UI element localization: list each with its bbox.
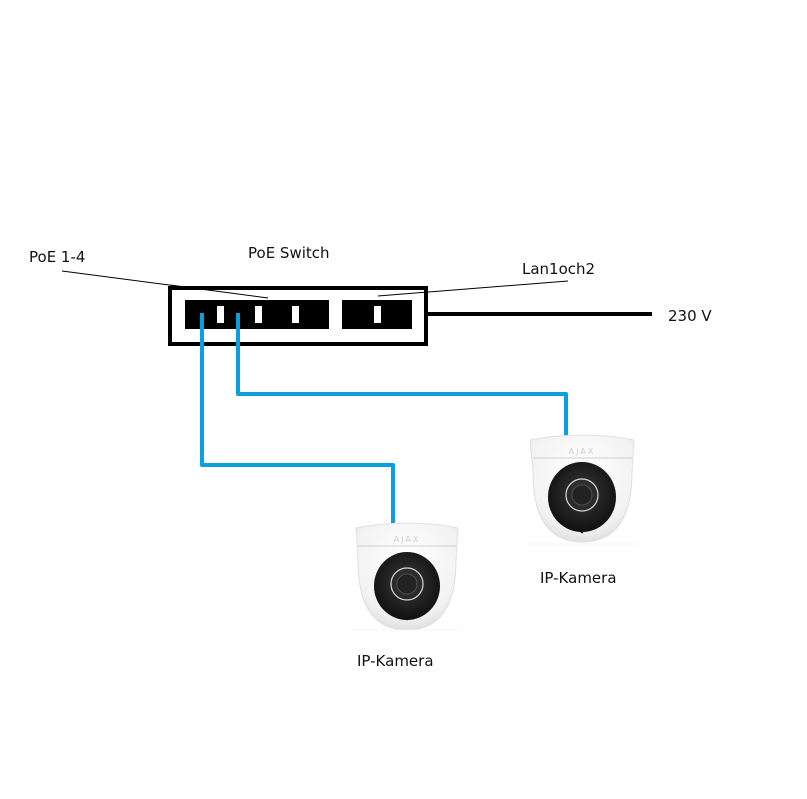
port-pin: [292, 306, 299, 323]
port-pin: [374, 306, 381, 323]
camera-brand-logo: AJAX: [394, 535, 421, 544]
poe-cable-camera-1: [200, 313, 395, 525]
power-label: 230 V: [668, 307, 712, 325]
camera-brand-logo: AJAX: [569, 447, 596, 456]
lan-ports-label: Lan1och2: [522, 260, 596, 278]
switch-title-label: PoE Switch: [248, 244, 330, 262]
poe-switch: [168, 286, 428, 346]
ip-camera-2: AJAX: [526, 434, 638, 545]
poe-cable-camera-2: [236, 313, 568, 438]
port-pin: [217, 306, 224, 323]
camera-1-label: IP-Kamera: [357, 652, 434, 670]
poe-ports-label: PoE 1-4: [29, 248, 86, 266]
port-pin: [255, 306, 262, 323]
camera-2-label: IP-Kamera: [540, 569, 617, 587]
ip-camera-1: AJAX: [352, 522, 462, 631]
